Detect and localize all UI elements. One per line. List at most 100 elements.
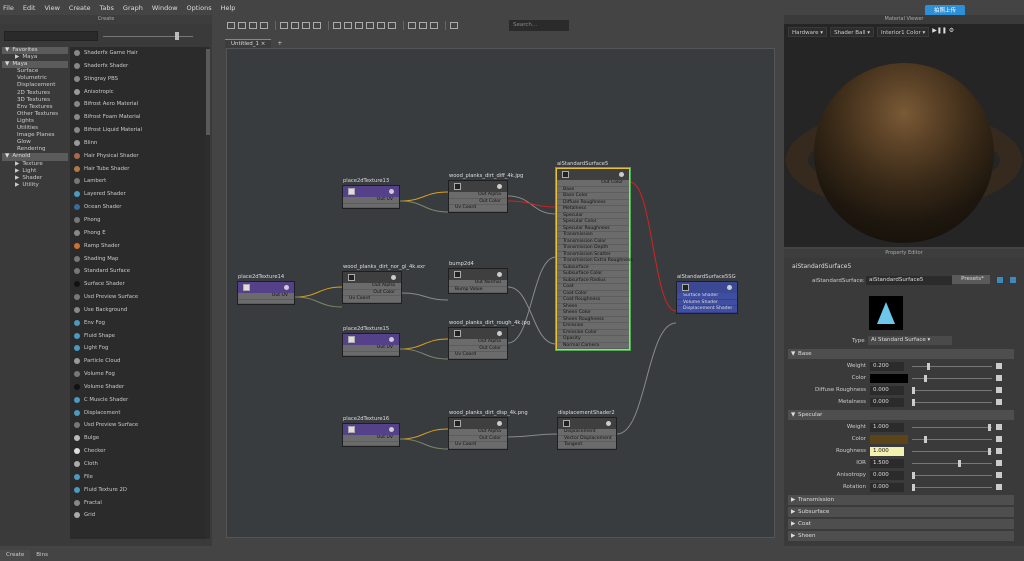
tree-item[interactable]: Volumetric <box>2 75 68 82</box>
tree-item[interactable]: Env Textures <box>2 104 68 111</box>
menu-item[interactable]: Help <box>220 3 236 12</box>
slider-handle[interactable] <box>958 460 961 467</box>
graph-io-icon[interactable] <box>238 22 246 29</box>
add-tab-button[interactable]: + <box>277 40 283 47</box>
graph-output-icon[interactable] <box>249 22 257 29</box>
tree-arrow-icon[interactable]: ▶ <box>15 54 20 61</box>
connection-wire[interactable] <box>399 191 449 202</box>
node-list-item[interactable]: Ocean Shader <box>70 201 206 214</box>
map-texture-icon[interactable] <box>996 436 1002 442</box>
node-list-item[interactable]: Standard Surface <box>70 265 206 278</box>
attr-value-field[interactable] <box>870 435 908 444</box>
node-list-item[interactable]: C Muscle Shader <box>70 394 206 407</box>
tree-item[interactable]: Utilities <box>2 125 68 132</box>
connection-wire[interactable] <box>294 286 343 298</box>
section-sheen[interactable]: ▶Sheen <box>788 531 1014 541</box>
attr-value-field[interactable] <box>870 374 908 383</box>
connection-wire[interactable] <box>507 200 557 208</box>
bottom-tab[interactable]: Create <box>0 550 31 561</box>
environment-select[interactable]: Interior1 Color ▾ <box>877 27 930 37</box>
map-texture-icon[interactable] <box>996 448 1002 454</box>
node-list-item[interactable]: Phong <box>70 214 206 227</box>
attr-slider[interactable] <box>912 448 992 455</box>
attr-value-field[interactable]: 0.000 <box>870 398 904 407</box>
presets-button[interactable]: Presets* <box>952 275 990 284</box>
node-list-item[interactable]: Shading Map <box>70 253 206 266</box>
remove-from-graph-icon[interactable] <box>291 22 299 29</box>
slider-handle[interactable] <box>912 472 915 479</box>
focus-icon[interactable] <box>997 277 1003 283</box>
tree-item[interactable]: Other Textures <box>2 111 68 118</box>
node-list-item[interactable]: Usd Preview Surface <box>70 419 206 432</box>
node-list-item[interactable]: Shaderfx Shader <box>70 60 206 73</box>
tree-arrow-icon[interactable]: ▶ <box>15 167 20 174</box>
create-search-input[interactable] <box>4 31 98 41</box>
slider-handle[interactable] <box>988 448 991 455</box>
attr-value-field[interactable]: 0.000 <box>870 471 904 480</box>
node-list-item[interactable]: Lambert <box>70 175 206 188</box>
slider-handle[interactable] <box>927 363 930 370</box>
node-list-item[interactable]: Layered Shader <box>70 188 206 201</box>
close-tab-icon[interactable]: × <box>260 41 266 47</box>
attr-slider[interactable] <box>912 484 992 491</box>
node-list-item[interactable]: Stingray PBS <box>70 73 206 86</box>
node-list-item[interactable]: Particle Cloud <box>70 355 206 368</box>
node-list-item[interactable]: Volume Shader <box>70 381 206 394</box>
attr-slider[interactable] <box>912 424 992 431</box>
node-toggle-icon[interactable] <box>497 421 502 426</box>
node-toggle-icon[interactable] <box>497 331 502 336</box>
play-pause-icon[interactable]: ▶❚❚ ⚙ <box>932 27 955 34</box>
slider-handle[interactable] <box>988 424 991 431</box>
connected-view-icon[interactable] <box>344 22 352 29</box>
tree-arrow-icon[interactable]: ▼ <box>5 47 10 53</box>
tree-item[interactable]: Rendering <box>2 146 68 153</box>
tree-item[interactable]: ▼Favorites <box>2 47 68 55</box>
node-toggle-icon[interactable] <box>497 184 502 189</box>
tree-item[interactable]: ▶Texture <box>2 161 68 168</box>
tree-item[interactable]: ▶Maya <box>2 54 68 61</box>
custom-view-icon[interactable] <box>366 22 374 29</box>
connection-wire[interactable] <box>507 256 557 344</box>
node-list-item[interactable]: Fluid Texture 2D <box>70 484 206 497</box>
node-list-item[interactable]: Light Fog <box>70 342 206 355</box>
slider-handle[interactable] <box>912 484 915 491</box>
menu-item[interactable]: Edit <box>22 3 36 12</box>
attr-slider[interactable] <box>912 363 992 370</box>
attr-value-field[interactable]: 0.000 <box>870 386 904 395</box>
attr-slider[interactable] <box>912 460 992 467</box>
attr-value-field[interactable]: 0.000 <box>870 483 904 492</box>
connection-wire[interactable] <box>507 195 557 215</box>
node-list-item[interactable]: File <box>70 471 206 484</box>
tree-item[interactable]: ▶Shader <box>2 175 68 182</box>
node-list-item[interactable]: Surface Shader <box>70 278 206 291</box>
connection-wire[interactable] <box>401 292 449 301</box>
connection-wire[interactable] <box>399 338 449 350</box>
graph-input-icon[interactable] <box>227 22 235 29</box>
map-texture-icon[interactable] <box>996 472 1002 478</box>
node-toggle-icon[interactable] <box>619 172 624 177</box>
simple-view-icon[interactable] <box>333 22 341 29</box>
tree-item[interactable]: 2D Textures <box>2 90 68 97</box>
node-list-item[interactable]: Ramp Shader <box>70 240 206 253</box>
node-list-item[interactable]: Hair Physical Shader <box>70 150 206 163</box>
connection-wire[interactable] <box>507 433 558 438</box>
node-list-item[interactable]: Checker <box>70 445 206 458</box>
tree-item[interactable]: 3D Textures <box>2 97 68 104</box>
menu-item[interactable]: File <box>3 3 14 12</box>
renderer-select[interactable]: Hardware ▾ <box>788 27 828 37</box>
node-list-item[interactable]: Anisotropic <box>70 86 206 99</box>
attr-slider[interactable] <box>912 387 992 394</box>
map-texture-icon[interactable] <box>996 399 1002 405</box>
clear-graph-icon[interactable] <box>260 22 268 29</box>
add-to-graph-icon[interactable] <box>280 22 288 29</box>
menu-item[interactable]: Create <box>68 3 91 12</box>
node-list-item[interactable]: Displacement <box>70 407 206 420</box>
menu-item[interactable]: Graph <box>122 3 143 12</box>
node-list-item[interactable]: Volume Fog <box>70 368 206 381</box>
